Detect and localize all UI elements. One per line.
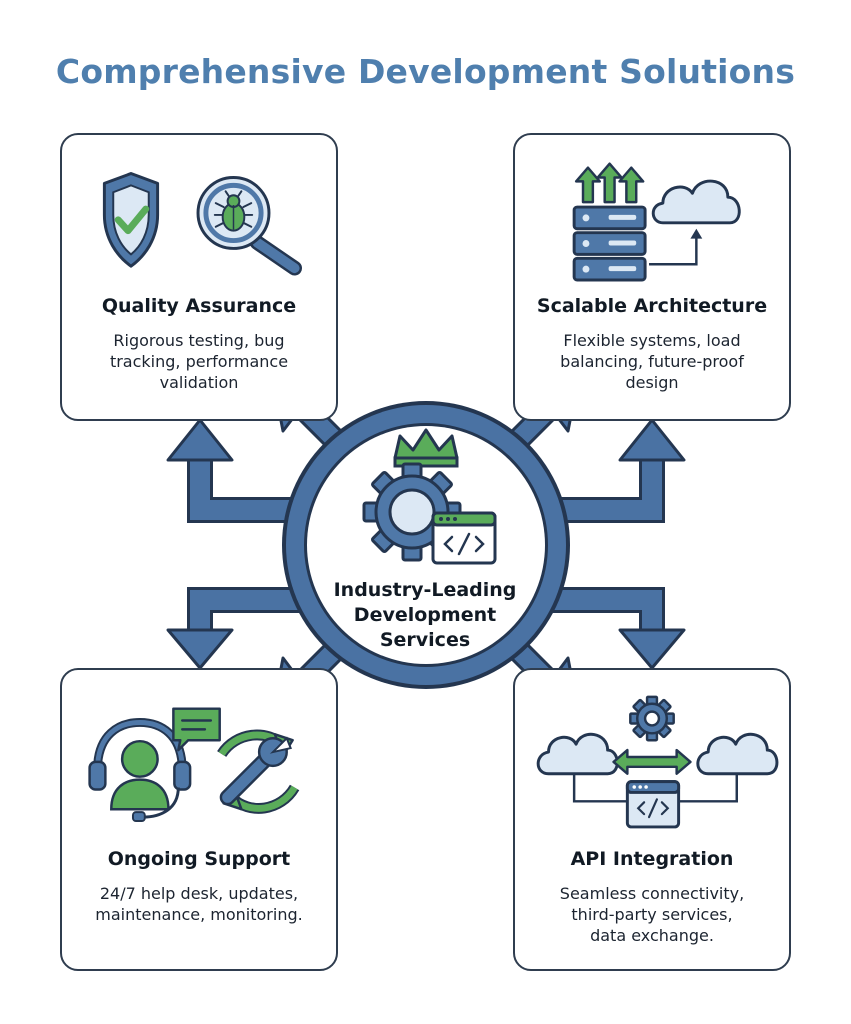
card-description: Flexible systems, load balancing, future…	[527, 330, 777, 393]
card-desc-line: validation	[159, 373, 239, 392]
card-desc-line: maintenance, monitoring.	[95, 905, 303, 924]
card-icons	[88, 707, 300, 823]
code-window-icon	[625, 780, 681, 829]
card-desc-line: 24/7 help desk, updates,	[99, 884, 299, 903]
card-icons	[536, 695, 779, 829]
connection-line	[572, 773, 738, 803]
gear-icon	[362, 462, 462, 562]
hub-label-line2: Development	[353, 604, 497, 626]
up-arrows-icon	[574, 162, 645, 204]
server-stack-icon	[572, 205, 647, 282]
card-title: API Integration	[570, 848, 734, 870]
card-api-integration: API Integration Seamless connectivity, t…	[513, 668, 791, 971]
code-window-icon	[431, 511, 497, 565]
card-title: Quality Assurance	[101, 295, 297, 317]
connector-to-quality-assurance	[166, 418, 300, 523]
card-desc-line: third-party services,	[571, 905, 733, 924]
connection-line	[649, 228, 703, 266]
bug-magnifier-icon	[196, 175, 302, 276]
card-quality-assurance: Quality Assurance Rigorous testing, bug …	[60, 133, 338, 421]
card-description: 24/7 help desk, updates, maintenance, mo…	[74, 883, 324, 925]
wrench-cycle-icon	[217, 729, 300, 814]
connector-to-ongoing-support	[166, 587, 300, 670]
cloud-icon	[651, 179, 741, 225]
shield-check-icon	[102, 172, 160, 268]
hub-label-line3: Services	[379, 629, 471, 651]
card-desc-line: balancing, future-proof	[560, 352, 744, 371]
connector-to-scalable-architecture	[553, 418, 686, 523]
card-desc-line: tracking, performance	[109, 352, 289, 371]
hub-label-line1: Industry-Leading	[333, 579, 517, 601]
card-icons	[572, 162, 741, 282]
card-desc-line: Rigorous testing, bug	[113, 331, 285, 350]
cloud-icon	[696, 732, 779, 776]
card-desc-line: Seamless connectivity,	[559, 884, 745, 903]
chat-bubble-icon	[172, 707, 221, 752]
bidirectional-arrow-icon	[612, 748, 692, 775]
card-desc-line: design	[625, 373, 679, 392]
card-desc-line: Flexible systems, load	[563, 331, 741, 350]
card-scalable-architecture: Scalable Architecture Flexible systems, …	[513, 133, 791, 421]
connector-to-api-integration	[553, 587, 686, 670]
page-title: Comprehensive Development Solutions	[55, 52, 796, 91]
card-title: Ongoing Support	[107, 848, 291, 870]
card-ongoing-support: Ongoing Support 24/7 help desk, updates,…	[60, 668, 338, 971]
gear-icon	[629, 695, 675, 742]
card-desc-line: data exchange.	[590, 926, 714, 945]
crown-icon	[393, 428, 459, 468]
headset-agent-icon	[88, 718, 192, 823]
card-title: Scalable Architecture	[536, 295, 768, 317]
card-icons	[102, 172, 302, 276]
card-description: Seamless connectivity, third-party servi…	[527, 883, 777, 946]
card-description: Rigorous testing, bug tracking, performa…	[74, 330, 324, 393]
cloud-icon	[536, 732, 619, 776]
hub-label: Industry-Leading Development Services	[305, 578, 545, 653]
